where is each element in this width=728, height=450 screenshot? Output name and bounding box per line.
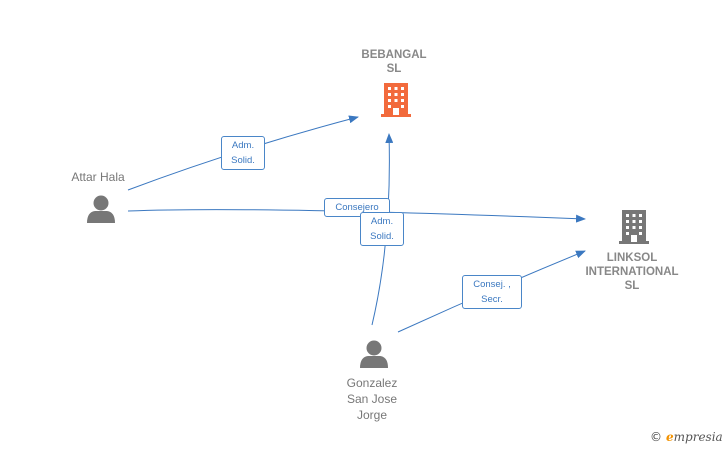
company-name-line: INTERNATIONAL	[585, 266, 679, 278]
person-label-attar[interactable]: Attar Hala	[58, 170, 138, 184]
edge-label-attar-bebangal[interactable]: Adm. Solid.	[221, 136, 265, 170]
person-name: Attar Hala	[71, 170, 125, 184]
person-icon	[87, 195, 115, 223]
edge-label-gonzalez-bebangal[interactable]: Adm. Solid.	[360, 212, 404, 246]
company-name-line: BEBANGAL	[361, 49, 427, 61]
building-icon	[619, 210, 649, 244]
copyright-icon: ©	[650, 430, 662, 444]
edge-attar-linksol	[127, 209, 586, 223]
person-name-line: Gonzalez	[346, 376, 398, 390]
edge-label-line: Consej. ,	[473, 279, 511, 290]
edge-label-text: Consejero	[335, 202, 379, 213]
company-label-bebangal[interactable]: BEBANGAL SL	[340, 48, 448, 76]
brand-logo-letter: e	[666, 430, 674, 444]
building-icon	[381, 83, 411, 117]
brand-watermark: © empresia	[650, 430, 723, 444]
edge-label-gonzalez-linksol[interactable]: Consej. , Secr.	[462, 275, 522, 309]
edge-label-line: Solid.	[370, 231, 394, 242]
company-name-line: LINKSOL	[606, 252, 658, 264]
company-name-line: SL	[624, 280, 640, 292]
person-icon	[360, 340, 388, 368]
person-name-line: Jorge	[356, 408, 388, 422]
edge-label-line: Secr.	[481, 294, 503, 305]
edge-label-line: Adm.	[231, 140, 255, 151]
company-name-line: SL	[386, 63, 402, 75]
company-label-linksol[interactable]: LINKSOL INTERNATIONAL SL	[574, 251, 690, 293]
edge-label-line: Solid.	[231, 155, 255, 166]
person-label-gonzalez[interactable]: Gonzalez San Jose Jorge	[330, 375, 414, 423]
brand-name: mpresia	[673, 430, 723, 444]
person-name-line: San Jose	[346, 392, 398, 406]
edge-label-line: Adm.	[370, 216, 394, 227]
